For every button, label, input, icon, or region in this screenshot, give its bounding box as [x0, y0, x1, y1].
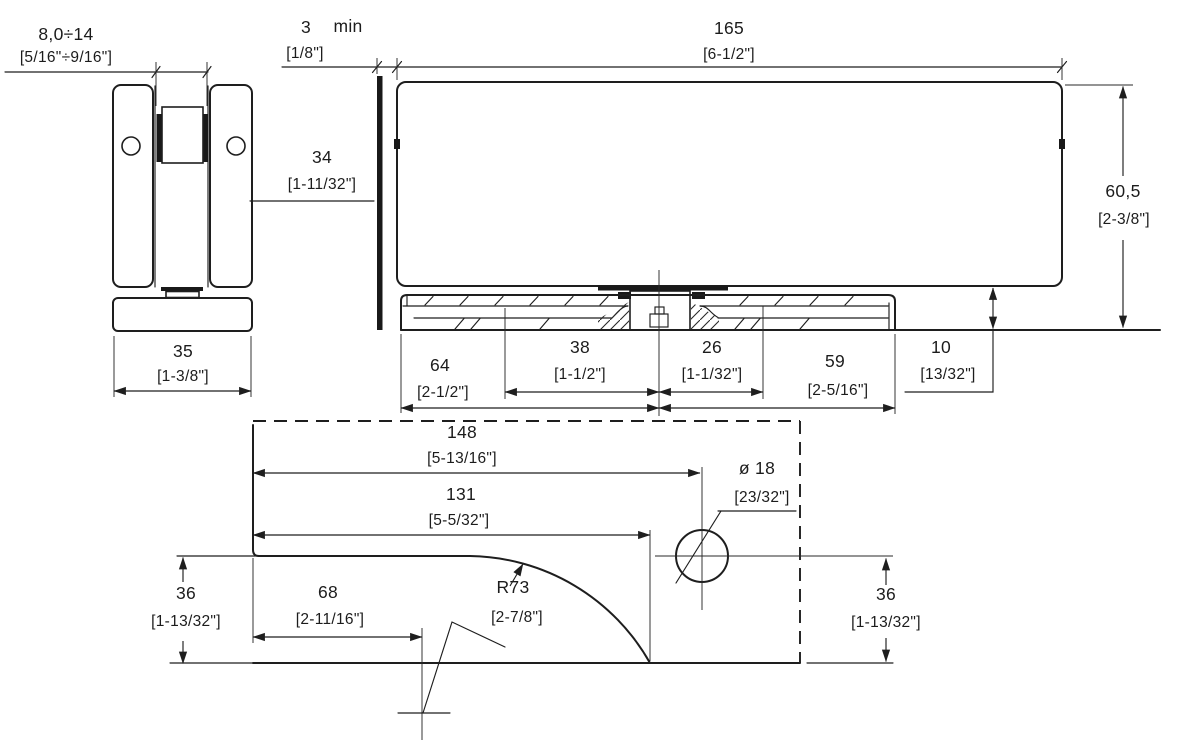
dim-offset-mm: 34: [312, 147, 332, 167]
hole-leader: [675, 510, 722, 584]
dim-pivot-offset-mm: 68: [318, 582, 338, 602]
dim-body-height-inch: [2-3/8"]: [1098, 211, 1150, 228]
dim-corner-radius-mm: R73: [496, 577, 529, 597]
dim-plate-left-mm: 64: [430, 355, 450, 375]
pivot-bar: [598, 285, 728, 291]
base-plate-section: [400, 294, 896, 331]
screw-hole-right: [226, 136, 246, 156]
dim-edge-left-inch: [1-13/32"]: [151, 613, 221, 630]
dim-glass-range-mm: 8,0÷14: [38, 24, 93, 44]
dim-base-width-mm: 35: [173, 341, 193, 361]
dim-edge-right-mm: 36: [876, 584, 896, 604]
dim-hole-offset-mm: 148: [447, 422, 477, 442]
dim-plate-right-inch: [2-5/16"]: [808, 382, 869, 399]
dim-plate-mid-right-inch: [1-1/32"]: [682, 366, 743, 383]
dim-pivot-offset-inch: [2-11/16"]: [296, 611, 365, 628]
hatch-ticks: [424, 295, 854, 330]
dim-wall-gap-min: min: [333, 16, 362, 36]
radius-center-zigzag: [422, 621, 506, 714]
dim-flat-length-inch: [5-5/32"]: [429, 512, 490, 529]
dim-glass-range-inch: [5/16"÷9/16"]: [20, 49, 112, 66]
dim-corner-radius-inch: [2-7/8"]: [491, 609, 543, 626]
dim-plate-mid-left-inch: [1-1/2"]: [554, 366, 606, 383]
dim-wall-gap-inch: [1/8"]: [286, 45, 323, 62]
dim-hole-diameter-mm: ø 18: [739, 458, 775, 478]
dim-plate-left-inch: [2-1/2"]: [417, 384, 469, 401]
glass-panel-line: [377, 76, 383, 330]
dim-flat-length-mm: 131: [446, 484, 476, 504]
fitting-body: [396, 81, 1063, 287]
dim-body-length-mm: 165: [714, 18, 744, 38]
dim-hole-offset-inch: [5-13/16"]: [427, 450, 497, 467]
dim-offset-inch: [1-11/32"]: [288, 176, 357, 193]
clamp-plate-left: [112, 84, 154, 288]
dim-plate-height-mm: 10: [931, 337, 951, 357]
screw-hole-left: [121, 136, 141, 156]
front-view: 3 min [1/8"] 165 [6-1/2"] 60,5 [2-3/8"] …: [281, 16, 1161, 416]
dim-plate-right-mm: 59: [825, 351, 845, 371]
glass-spacer-block: [161, 106, 204, 164]
dim-body-height-mm: 60,5: [1105, 181, 1140, 201]
dim-hole-diameter-inch: [23/32"]: [734, 489, 789, 506]
clamp-plate-right: [209, 84, 253, 288]
dim-plate-height-inch: [13/32"]: [920, 366, 975, 383]
dim-base-width-inch: [1-3/8"]: [157, 368, 209, 385]
dim-plate-mid-right-mm: 26: [702, 337, 722, 357]
radius-arc: [469, 555, 651, 664]
dim-edge-right-inch: [1-13/32"]: [851, 614, 921, 631]
pivot-insert-section: [629, 290, 691, 331]
radius-leader: [509, 563, 524, 587]
side-view: 8,0÷14 [5/16"÷9/16"] 35 [1-3/8"] 34 [1-1…: [4, 24, 375, 397]
dim-plate-mid-left-mm: 38: [570, 337, 590, 357]
dim-edge-left-mm: 36: [176, 583, 196, 603]
dim-wall-gap-mm: 3: [301, 17, 311, 37]
base-block: [112, 297, 253, 332]
dim-body-length-inch: [6-1/2"]: [703, 46, 755, 63]
plan-view: ø 18 [23/32"] 148 [5-13/16"] 131 [5-5/32…: [151, 420, 921, 740]
